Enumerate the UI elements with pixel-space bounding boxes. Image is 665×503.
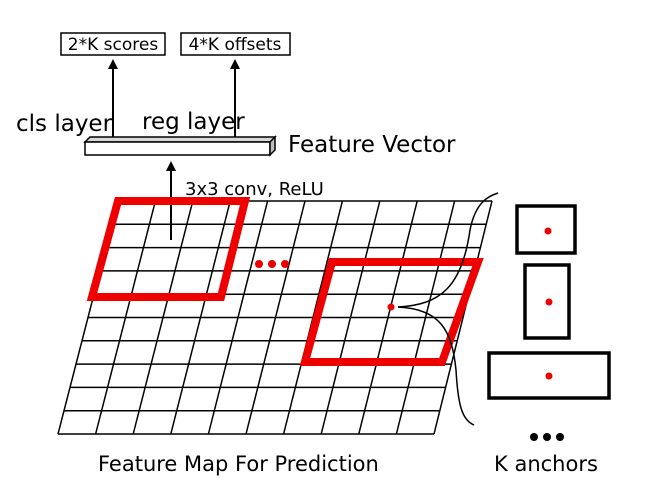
- cls-layer-label: cls layer: [16, 111, 113, 137]
- window-center-dot: [387, 303, 395, 311]
- feature-map-label: Feature Map For Prediction: [98, 452, 379, 476]
- reg-layer-label: reg layer: [142, 109, 245, 135]
- feature-vector-label: Feature Vector: [288, 132, 456, 158]
- window-2-highlight: [299, 258, 484, 366]
- offsets-box: 4*K offsets: [180, 32, 291, 56]
- scores-box: 2*K scores: [60, 32, 166, 56]
- scores-label: 2*K scores: [68, 35, 159, 55]
- feature-map-grid: [57, 200, 493, 435]
- anchor-box-square: [515, 204, 577, 255]
- anchors-label: K anchors: [494, 452, 598, 476]
- anchor-box-tall: [523, 263, 571, 340]
- feature-vector-bar: [83, 135, 277, 157]
- anchor-box-wide: [487, 351, 611, 400]
- connector-upper: [397, 192, 499, 308]
- offsets-label: 4*K offsets: [189, 35, 282, 55]
- anchors-ellipsis: [530, 433, 564, 441]
- feature-map-ellipsis: [255, 260, 289, 268]
- conv-label: 3x3 conv, ReLU: [185, 179, 324, 200]
- window-1-highlight: [86, 197, 251, 301]
- connector-lower: [397, 306, 475, 426]
